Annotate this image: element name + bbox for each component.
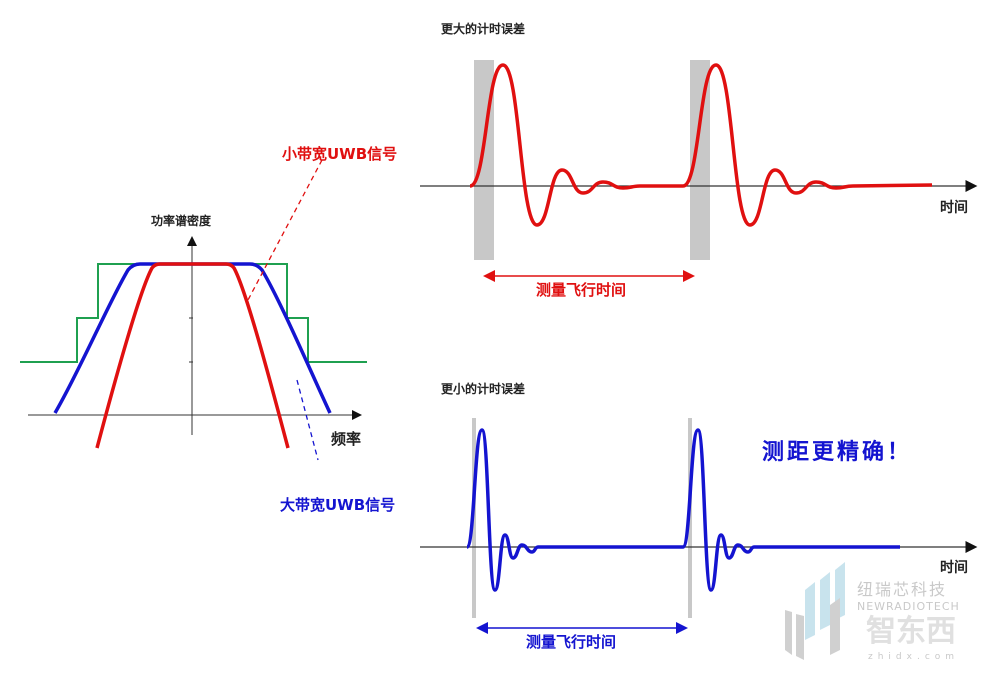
watermark-site-logo: 智东西 (866, 614, 956, 649)
emission-mask-curve (20, 263, 367, 363)
narrowband-pulse-waveform (469, 63, 933, 227)
narrowband-spectrum-curve (95, 262, 290, 449)
frequency-axis-label: 频率 (331, 430, 362, 448)
wideband-signal-label: 大带宽UWB信号 (280, 496, 396, 514)
wideband-pulse-waveform (465, 428, 900, 592)
conclusion-text: 测距更精确！ (762, 440, 913, 465)
psd-axis-label: 功率谱密度 (151, 214, 212, 228)
watermark-company-en: NEWRADIOTECH (857, 600, 960, 613)
narrowband-pointer-line (247, 159, 323, 301)
time-axis-label: 时间 (940, 200, 968, 216)
top-timing-plot (420, 60, 978, 282)
tof-label: 测量飞行时间 (536, 281, 627, 299)
watermark-company: 纽瑞芯科技 (857, 580, 948, 599)
wideband-pointer-line (296, 379, 319, 461)
top-panel-title: 更大的计时误差 (441, 22, 526, 36)
narrowband-signal-label: 小带宽UWB信号 (282, 145, 398, 163)
spectrum-plot (20, 159, 367, 461)
tof-label: 测量飞行时间 (526, 633, 617, 651)
newradiotech-logo (785, 562, 845, 660)
bottom-timing-plot (420, 418, 978, 634)
timing-error-band (690, 60, 710, 260)
bottom-panel-title: 更小的计时误差 (441, 382, 526, 396)
watermark-site-url: zhidx.com (868, 652, 960, 662)
time-axis-label: 时间 (940, 560, 968, 576)
